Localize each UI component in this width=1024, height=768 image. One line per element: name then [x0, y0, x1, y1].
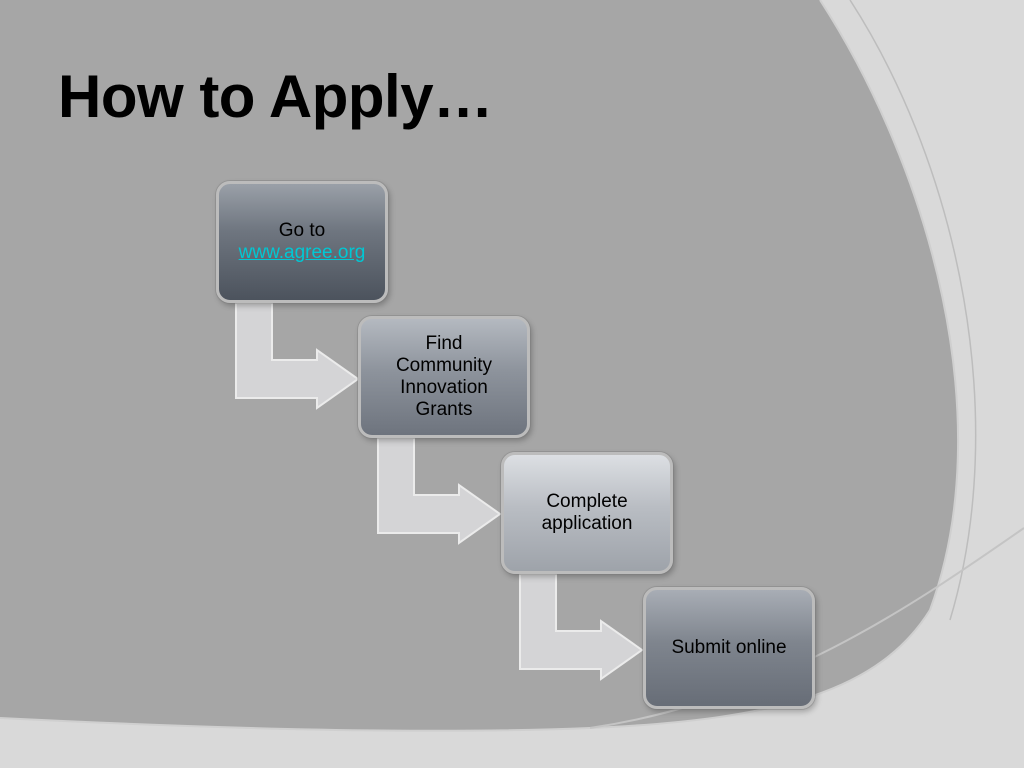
step-go-to-website: Go to www.agree.org: [216, 181, 388, 303]
step-label: Submit online: [671, 637, 787, 658]
step-label: Go to: [278, 220, 326, 241]
step-find-grants: Find Community Innovation Grants: [358, 316, 530, 438]
step-complete-application: Complete application: [501, 452, 673, 574]
slide-title: How to Apply…: [58, 63, 493, 130]
step-label: Complete application: [541, 491, 633, 534]
bent-arrow-3: [519, 573, 644, 681]
website-link[interactable]: www.agree.org: [238, 242, 366, 263]
bent-arrow-2: [377, 437, 502, 545]
step-submit-online: Submit online: [643, 587, 815, 709]
step-label: Find Community Innovation Grants: [395, 333, 493, 420]
bent-arrow-1: [235, 302, 360, 410]
